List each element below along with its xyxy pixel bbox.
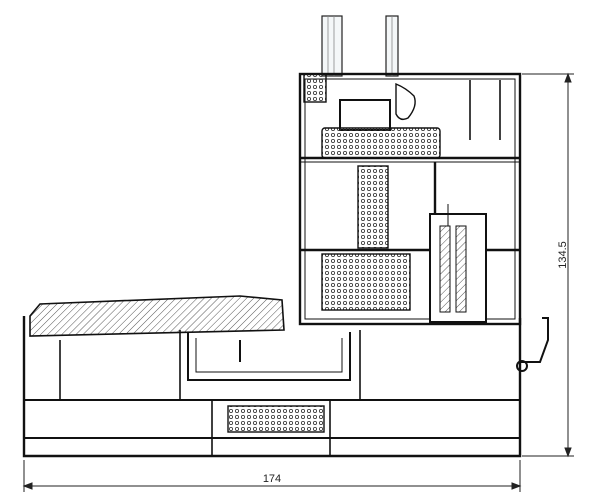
- thermal-break: [429, 204, 487, 323]
- dimension-width: [22, 460, 522, 492]
- thermal-insulation: [321, 127, 441, 311]
- drip-profile: [516, 317, 549, 372]
- sill-profile: [22, 295, 522, 458]
- height-dimension-label: 134.5: [557, 241, 569, 269]
- dimension-height: [522, 72, 574, 458]
- width-dimension-label: 174: [263, 473, 281, 485]
- glazing-seals: [303, 73, 416, 131]
- glazing: [321, 15, 399, 77]
